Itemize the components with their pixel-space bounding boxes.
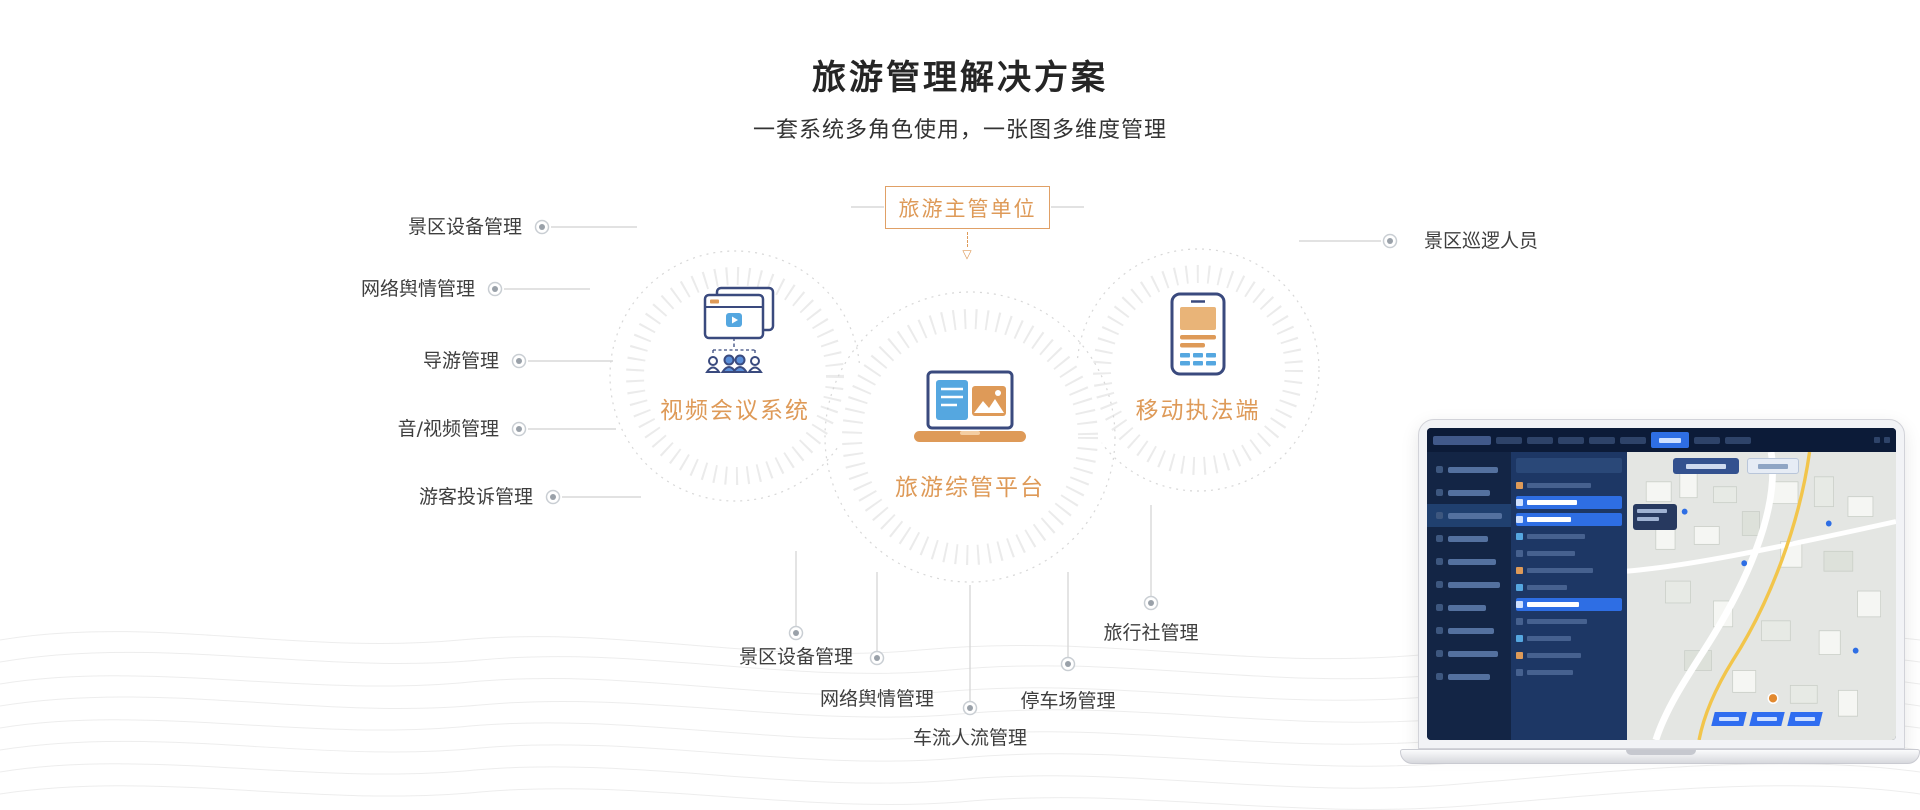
topbar-item [1874, 437, 1880, 443]
panel-row [1516, 581, 1622, 594]
topbar-item [1884, 437, 1890, 443]
sidebar-row [1427, 642, 1511, 665]
left-label-2: 网络舆情管理 [360, 278, 475, 300]
node-label-video: 视频会议系统 [660, 398, 810, 424]
connector-dots [487, 219, 1398, 716]
sidebar-row [1427, 573, 1511, 596]
bottom-label-2: 网络舆情管理 [819, 688, 934, 710]
sidebar-row [1427, 665, 1511, 688]
sidebar-row [1427, 527, 1511, 550]
dashboard-tab [1558, 436, 1584, 444]
dashboard-topbar [1427, 428, 1896, 452]
laptop-base [1400, 749, 1920, 764]
map-tag [1711, 712, 1747, 726]
panel-row [1516, 666, 1622, 679]
dashboard-tab [1496, 436, 1522, 444]
panel-row [1516, 547, 1622, 560]
dashboard-topbar-right [1874, 437, 1890, 443]
sidebar-row [1427, 550, 1511, 573]
panel-row [1516, 479, 1622, 492]
dashboard-body [1427, 452, 1896, 740]
left-label-4: 音/视频管理 [397, 418, 499, 440]
map-tag [1787, 712, 1823, 726]
dashboard-sidebar [1427, 452, 1511, 740]
laptop-screen [1418, 419, 1905, 749]
left-label-3: 导游管理 [422, 350, 499, 372]
map-buildings [1627, 452, 1896, 740]
dashboard-screenshot [1427, 428, 1896, 740]
bottom-label-3: 车流人流管理 [912, 727, 1027, 749]
page-title: 旅游管理解决方案 [812, 58, 1108, 98]
bottom-label-5: 旅行社管理 [1103, 622, 1199, 644]
left-label-1: 景区设备管理 [407, 216, 522, 238]
authority-label: 旅游主管单位 [898, 196, 1037, 221]
sidebar-row [1427, 481, 1511, 504]
down-arrow-icon: ▽ [962, 247, 972, 261]
bottom-label-4: 停车场管理 [1020, 690, 1116, 712]
left-label-5: 游客投诉管理 [418, 486, 533, 508]
right-label-1: 景区巡逻人员 [1424, 230, 1539, 252]
platform-laptop-icon [914, 370, 1026, 442]
panel-row [1516, 649, 1622, 662]
authority-drop-line [967, 232, 968, 247]
bottom-label-1: 景区设备管理 [738, 646, 853, 668]
dashboard-map [1627, 452, 1896, 740]
background-contour-lines [0, 631, 1920, 810]
sidebar-row [1427, 458, 1511, 481]
panel-row [1516, 564, 1622, 577]
authority-box: 旅游主管单位 [885, 186, 1050, 229]
panel-row-selected [1516, 513, 1622, 526]
map-bottom-tags [1711, 712, 1823, 726]
map-tag [1749, 712, 1785, 726]
sidebar-row [1427, 619, 1511, 642]
dashboard-panel [1511, 452, 1627, 740]
page-subtitle: 一套系统多角色使用，一张图多维度管理 [752, 118, 1167, 143]
map-filter-button [1673, 458, 1739, 474]
panel-row [1516, 530, 1622, 543]
node-label-mobile: 移动执法端 [1135, 398, 1261, 424]
map-tooltip [1633, 504, 1677, 530]
sidebar-row [1427, 596, 1511, 619]
laptop-mockup [1400, 419, 1920, 764]
panel-row [1516, 615, 1622, 628]
map-search-button [1747, 458, 1799, 474]
panel-row-selected [1516, 496, 1622, 509]
connector-lines [504, 206, 1381, 701]
dashboard-logo [1433, 435, 1491, 445]
mobile-terminal-icon [1170, 292, 1226, 376]
dashboard-tab [1725, 436, 1751, 444]
node-label-platform: 旅游综管平台 [895, 475, 1045, 501]
panel-header [1516, 458, 1622, 473]
dashboard-tab-active [1651, 432, 1689, 448]
video-conference-icon [703, 286, 775, 373]
dashboard-tab [1589, 436, 1615, 444]
panel-row [1516, 632, 1622, 645]
dashboard-tab [1620, 436, 1646, 444]
dashboard-tab [1694, 436, 1720, 444]
dashboard-tab [1527, 436, 1553, 444]
laptop-base-notch [1626, 750, 1696, 755]
panel-row-selected [1516, 598, 1622, 611]
sidebar-row [1427, 504, 1511, 527]
